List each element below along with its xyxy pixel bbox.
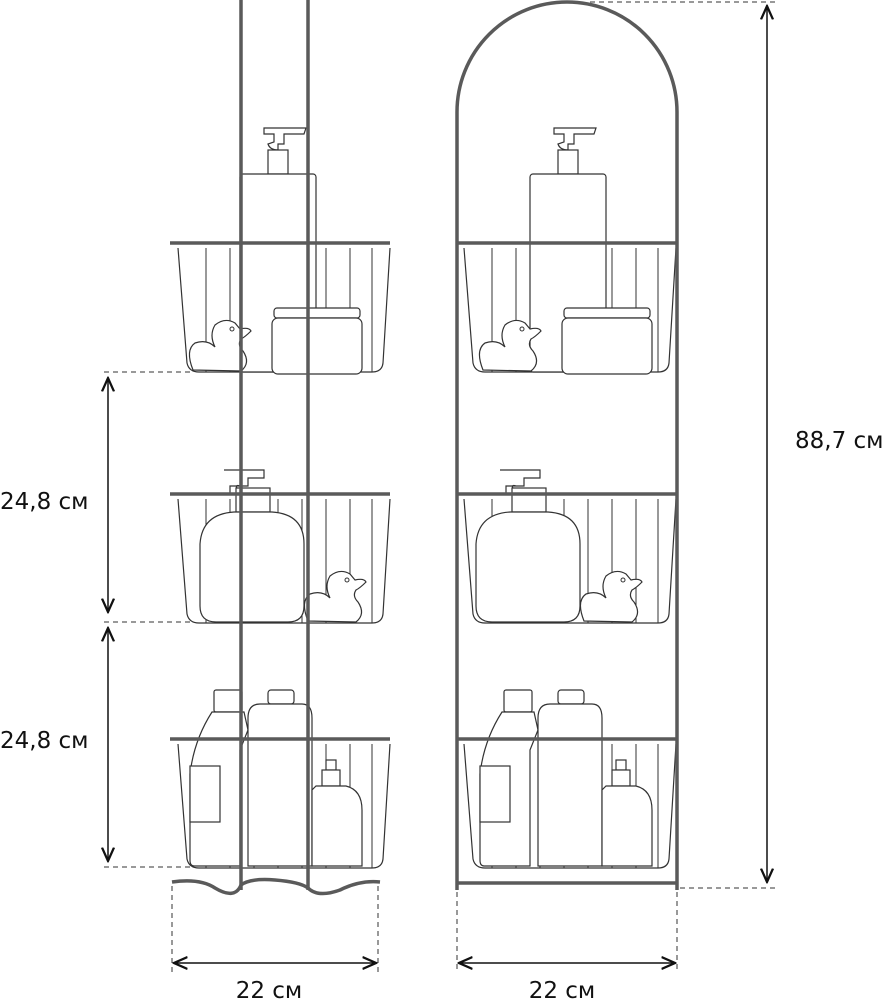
jug-bottle-icon: [537, 689, 603, 867]
side-width-label: 22 см: [236, 978, 303, 1000]
side-view: [170, 0, 391, 896]
side-frame: [170, 0, 390, 896]
front-view: [455, 0, 679, 890]
front-frame: [455, 0, 679, 890]
shelf-spacing-label-lower: 24,8 см: [0, 728, 89, 754]
front-width-label: 22 см: [529, 978, 596, 1000]
jug-bottle-icon: [247, 689, 313, 867]
detergent-bottle-icon: [479, 689, 539, 867]
jar-icon: [561, 307, 653, 375]
shelf-spacing-label-upper: 24,8 см: [0, 489, 89, 515]
dimension-lines: [104, 1, 775, 972]
total-height-label: 88,7 см: [795, 428, 884, 454]
jar-icon: [271, 307, 363, 375]
